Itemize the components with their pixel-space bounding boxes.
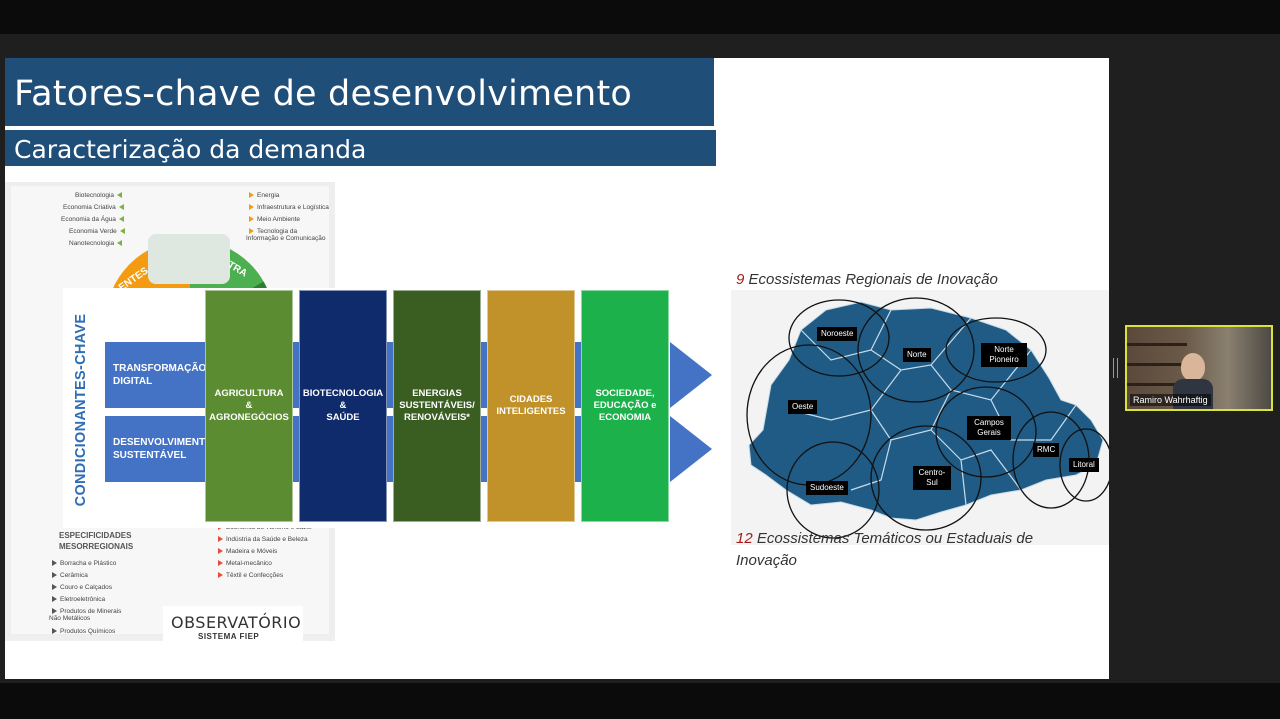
participant-head bbox=[1181, 353, 1205, 381]
side-label: CONDICIONANTES-CHAVE bbox=[69, 314, 91, 514]
column-smart-cities: CIDADES INTELIGENTES bbox=[487, 290, 575, 522]
slide-subtitle: Caracterização da demanda bbox=[14, 135, 367, 164]
list-item: Meio Ambiente bbox=[246, 216, 300, 223]
top-bar bbox=[0, 0, 1280, 34]
participant-name: Ramiro Wahrhaftig bbox=[1130, 394, 1211, 406]
region-ring-noroeste bbox=[788, 299, 890, 377]
specificities-title: ESPECIFICIDADES MESORREGIONAIS bbox=[59, 531, 134, 551]
region-label-centro-sul: Centro-Sul bbox=[913, 466, 951, 490]
band-arrow-icon bbox=[670, 416, 712, 482]
wheel-center-image bbox=[148, 234, 230, 284]
list-item: Metal-mecânico bbox=[215, 560, 272, 567]
shelf bbox=[1127, 363, 1187, 366]
thematic-ecosystems-text: 12 Ecossistemas Temáticos ou Estaduais d… bbox=[736, 530, 1034, 569]
column-agriculture: AGRICULTURA & AGRONEGÓCIOS bbox=[205, 290, 293, 522]
band-label: TRANSFORMAÇÃO DIGITAL bbox=[113, 363, 207, 387]
title-bar: Fatores-chave de desenvolvimento bbox=[5, 58, 714, 126]
band-arrow-icon bbox=[670, 342, 712, 408]
list-item: Infraestrutura e Logística bbox=[246, 204, 329, 211]
region-ring-sudoeste bbox=[786, 441, 880, 539]
column-label: AGRICULTURA & AGRONEGÓCIOS bbox=[209, 388, 289, 423]
region-ring-campos-gerais bbox=[935, 386, 1037, 478]
region-label-campos-gerais: Campos Gerais bbox=[967, 416, 1011, 440]
ecosystems-title: 9 Ecossistemas Regionais de Inovação bbox=[736, 271, 998, 288]
map-svg bbox=[746, 297, 1109, 539]
list-item: Cerâmica bbox=[49, 572, 88, 579]
region-ring-norte-pioneiro bbox=[945, 317, 1047, 383]
parana-map: Noroeste Norte Norte Pioneiro Oeste Camp… bbox=[731, 290, 1109, 545]
shelf bbox=[1127, 343, 1187, 346]
column-biotechnology: BIOTECNOLOGIA & SAÚDE bbox=[299, 290, 387, 522]
list-item: Economia Criativa bbox=[63, 204, 127, 211]
column-society: SOCIEDADE, EDUCAÇÃO e ECONOMIA bbox=[581, 290, 669, 522]
column-label: CIDADES INTELIGENTES bbox=[496, 394, 566, 417]
region-label-sudoeste: Sudoeste bbox=[806, 481, 848, 495]
list-item: Indústria da Saúde e Beleza bbox=[215, 536, 308, 543]
list-item: Biotecnologia bbox=[75, 192, 125, 199]
list-item: Economia Verde bbox=[69, 228, 128, 235]
list-item: Madeira e Móveis bbox=[215, 548, 277, 555]
list-item: Produtos Químicos bbox=[49, 628, 115, 635]
column-label: ENERGIAS SUSTENTÁVEIS/ RENOVÁVEIS* bbox=[399, 388, 475, 423]
list-item: Borracha e Plástico bbox=[49, 560, 116, 567]
slide-title: Fatores-chave de desenvolvimento bbox=[14, 74, 632, 114]
webcam-tile[interactable]: Ramiro Wahrhaftig bbox=[1125, 325, 1273, 411]
region-label-litoral: Litoral bbox=[1069, 458, 1099, 472]
list-item: Produtos de Minerais Não Metálicos bbox=[49, 608, 122, 622]
region-label-oeste: Oeste bbox=[788, 400, 818, 414]
list-item: Nanotecnologia bbox=[69, 240, 125, 247]
title-divider bbox=[5, 126, 714, 130]
list-item: Eletroeletrônica bbox=[49, 596, 105, 603]
column-energy: ENERGIAS SUSTENTÁVEIS/ RENOVÁVEIS* bbox=[393, 290, 481, 522]
column-label: SOCIEDADE, EDUCAÇÃO e ECONOMIA bbox=[593, 388, 657, 423]
side-label-text: CONDICIONANTES-CHAVE bbox=[73, 313, 89, 507]
panel-resize-handle[interactable] bbox=[1113, 358, 1118, 378]
region-label-norte: Norte bbox=[903, 348, 931, 362]
region-ring-norte bbox=[857, 297, 975, 403]
logo-subtitle: SISTEMA FIEP bbox=[198, 632, 260, 641]
region-ring-litoral bbox=[1059, 428, 1109, 502]
list-item: Couro e Calçados bbox=[49, 584, 112, 591]
observatorio-logo: OBSERVATÓRIO SISTEMA FIEP bbox=[163, 606, 303, 642]
list-item: Tecnologia da Informação e Comunicação bbox=[246, 228, 326, 242]
region-ring-centro-sul bbox=[870, 425, 982, 531]
bottom-bar bbox=[0, 683, 1280, 719]
list-item: Economia da Água bbox=[61, 216, 127, 223]
slide: Fatores-chave de desenvolvimento Caracte… bbox=[5, 58, 1109, 679]
region-label-norte-pioneiro: Norte Pioneiro bbox=[981, 343, 1027, 367]
subtitle-bar: Caracterização da demanda bbox=[5, 130, 716, 166]
list-item: Têxtil e Confecções bbox=[215, 572, 283, 579]
band-label: DESENVOLVIMENTO SUSTENTÁVEL bbox=[113, 437, 213, 461]
logo-title: OBSERVATÓRIO bbox=[171, 613, 302, 632]
list-item: Energia bbox=[246, 192, 279, 199]
region-label-rmc: RMC bbox=[1033, 443, 1060, 457]
region-label-noroeste: Noroeste bbox=[817, 327, 858, 341]
shelf bbox=[1127, 383, 1187, 386]
column-label: BIOTECNOLOGIA & SAÚDE bbox=[302, 388, 384, 423]
